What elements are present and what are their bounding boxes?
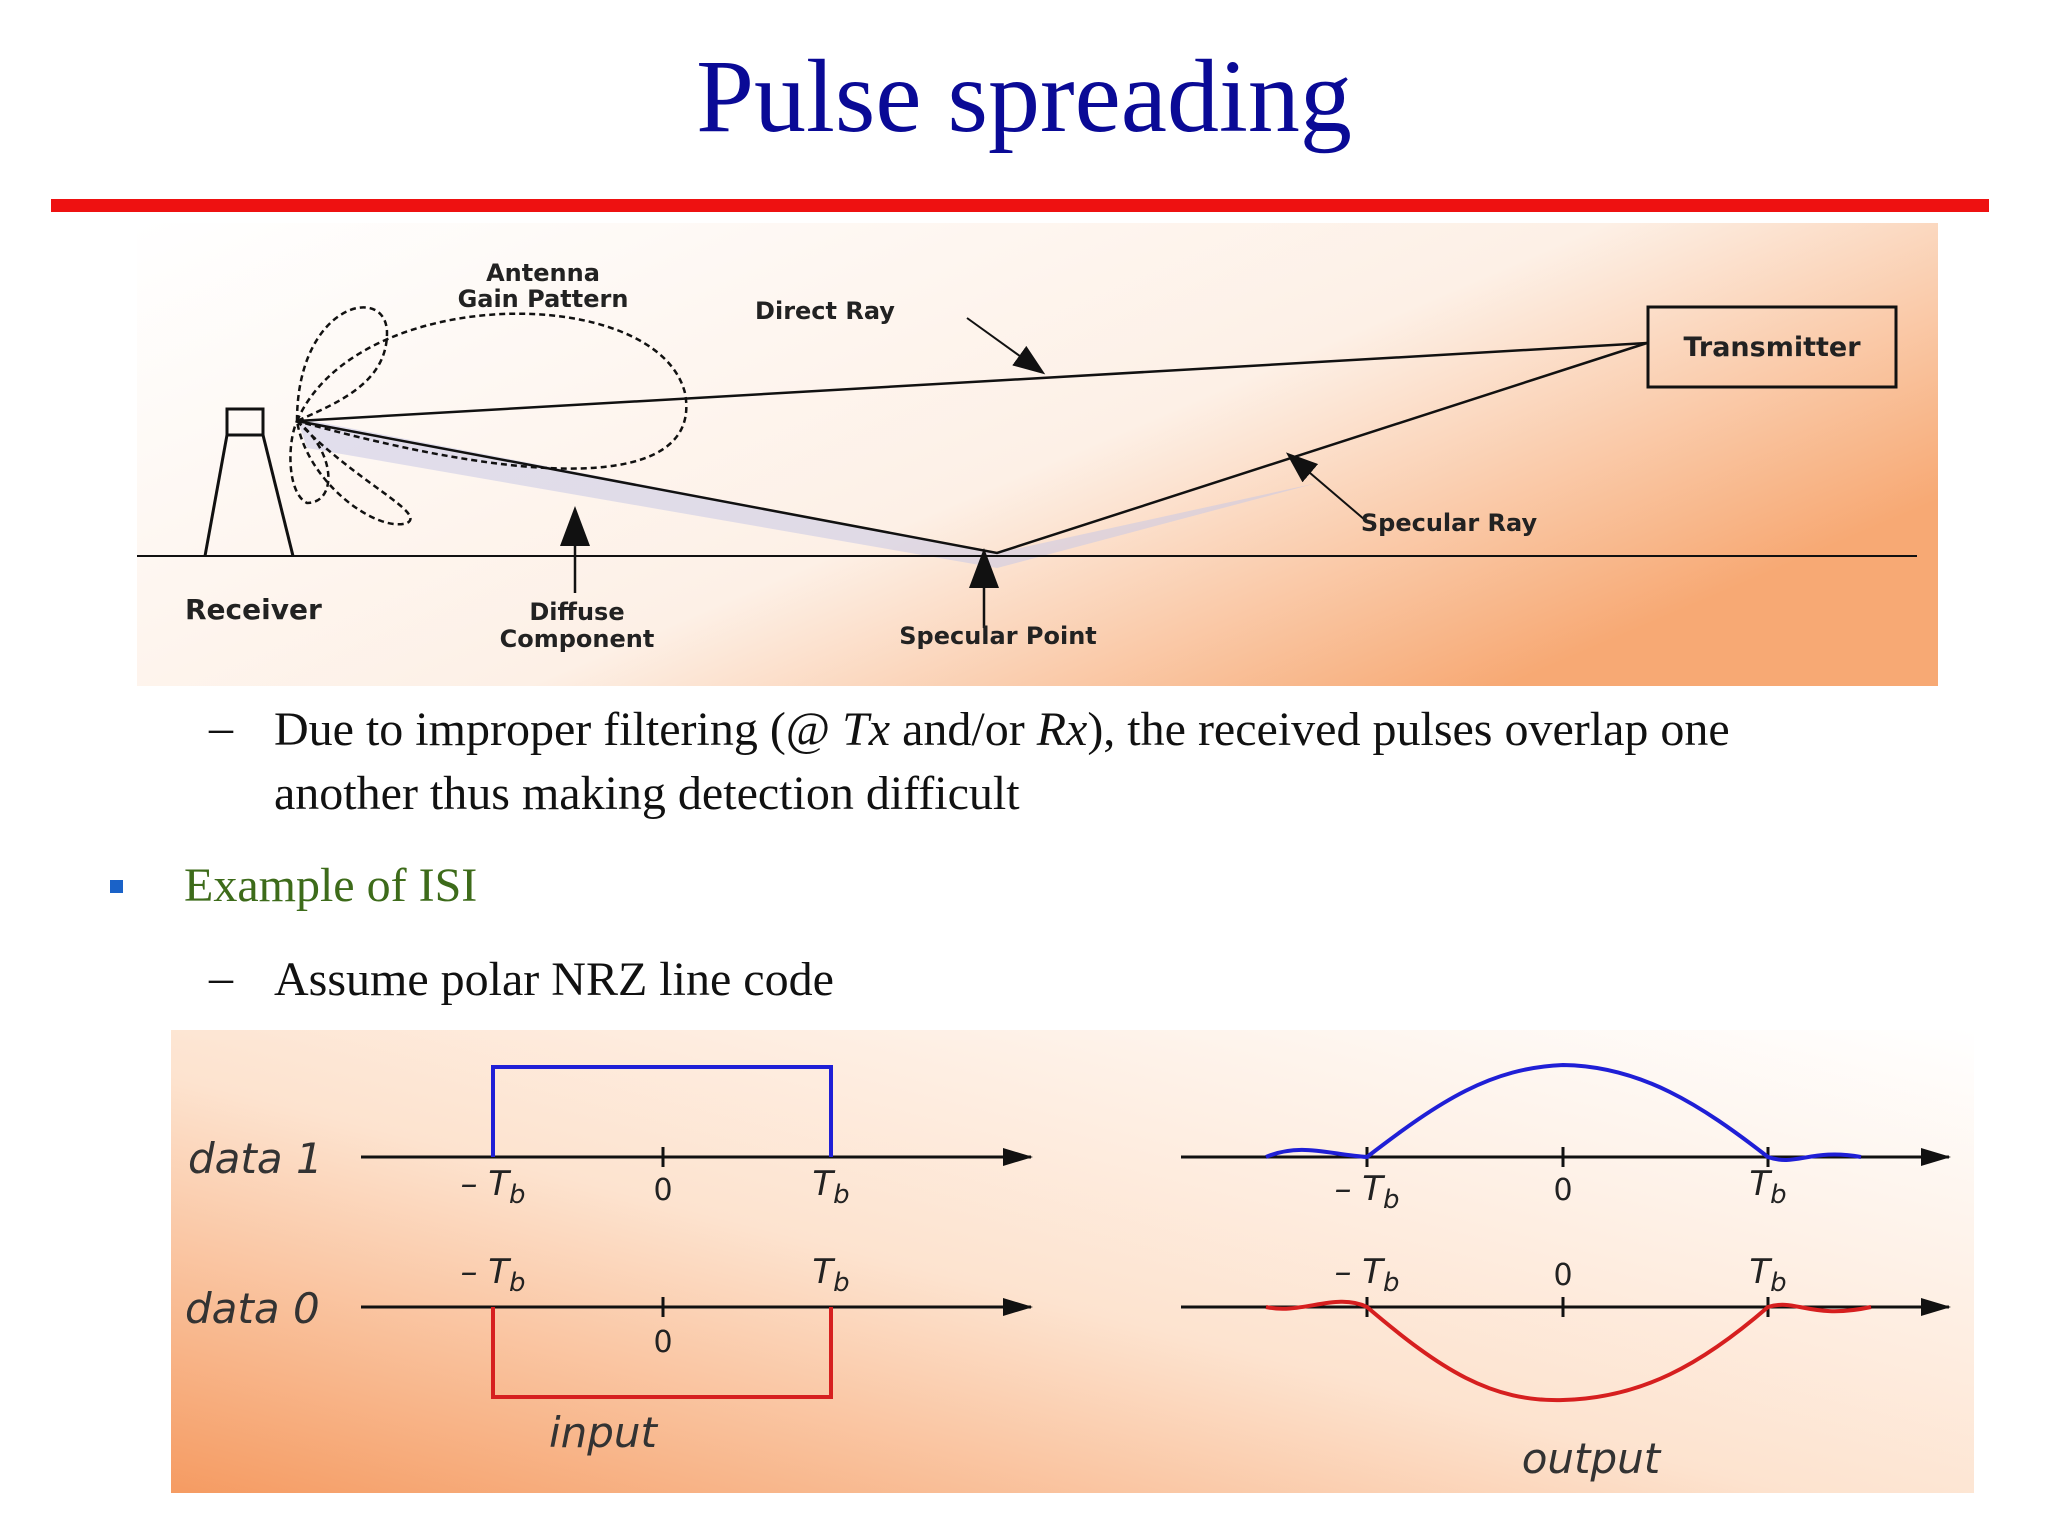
output-wave-data0 [1265, 1299, 1872, 1403]
rx-text: Rx [1036, 703, 1088, 756]
gain-pattern [289, 306, 688, 526]
output-neg-tb-1: – Tb [1334, 1169, 1399, 1215]
bullet-square-icon [110, 880, 123, 893]
filtering-text-b: and/or [890, 703, 1037, 756]
title-divider [51, 199, 1989, 212]
transmitter-label: Transmitter [1683, 332, 1861, 363]
specular-point-label: Specular Point [899, 622, 1097, 650]
antenna-label: Antenna [486, 259, 600, 287]
sub-dash-1: – [209, 701, 233, 754]
direct-ray-arrow [966, 317, 1046, 375]
output-zero-1: 0 [1553, 1173, 1572, 1208]
input-pulse-data1 [491, 1065, 833, 1157]
input-neg-tb-0: – Tb [460, 1252, 525, 1298]
tx-text: Tx [842, 703, 891, 756]
output-tb-1: Tb [1749, 1164, 1786, 1210]
direct-ray-line [296, 341, 1648, 423]
specular-ray-arrow [1285, 452, 1366, 521]
receiver-tower [203, 407, 295, 557]
isi-waveform-diagram: data 1 data 0 input output – Tb 0 Tb – T… [171, 1030, 1974, 1493]
input-tb-0: Tb [812, 1252, 849, 1298]
filtering-text-c: ), the received pulses overlap one [1087, 703, 1730, 756]
filtering-text-line2: another thus making detection difficult [274, 767, 1020, 820]
multipath-diagram: Antenna Gain Pattern Direct Ray Transmit… [137, 223, 1938, 686]
input-label: input [549, 1408, 659, 1457]
output-tb-0: Tb [1749, 1252, 1786, 1298]
input-neg-tb-1: – Tb [460, 1164, 525, 1210]
slide-title: Pulse spreading [696, 39, 1352, 154]
input-zero-1: 0 [653, 1173, 672, 1208]
data0-label: data 0 [185, 1284, 320, 1333]
sub-bullet-polar-nrz: Assume polar NRZ line code [274, 953, 834, 1006]
transmitter-box [1646, 305, 1898, 389]
input-pulse-data0 [491, 1307, 833, 1399]
diffuse-label: Diffuse [529, 598, 624, 626]
direct-ray-label: Direct Ray [755, 297, 895, 325]
data1-label: data 1 [188, 1134, 323, 1183]
filtering-text-a: Due to improper filtering (@ [274, 703, 843, 756]
output-wave-data1 [1265, 1062, 1862, 1162]
component-label: Component [500, 625, 655, 653]
input-zero-0: 0 [653, 1325, 672, 1360]
gain-pattern-label: Gain Pattern [458, 285, 629, 313]
sub-bullet-filtering: Due to improper filtering (@ Tx and/or R… [274, 698, 1974, 826]
input-tb-1: Tb [812, 1164, 849, 1210]
receiver-label: Receiver [185, 593, 322, 626]
output-zero-0: 0 [1553, 1258, 1572, 1293]
specular-ray-label: Specular Ray [1361, 509, 1538, 537]
bullet-example-isi: Example of ISI [184, 859, 478, 912]
output-neg-tb-0: – Tb [1334, 1252, 1399, 1298]
sub-dash-2: – [209, 951, 233, 1004]
output-label: output [1522, 1434, 1662, 1483]
waveform-background [171, 1030, 1974, 1493]
